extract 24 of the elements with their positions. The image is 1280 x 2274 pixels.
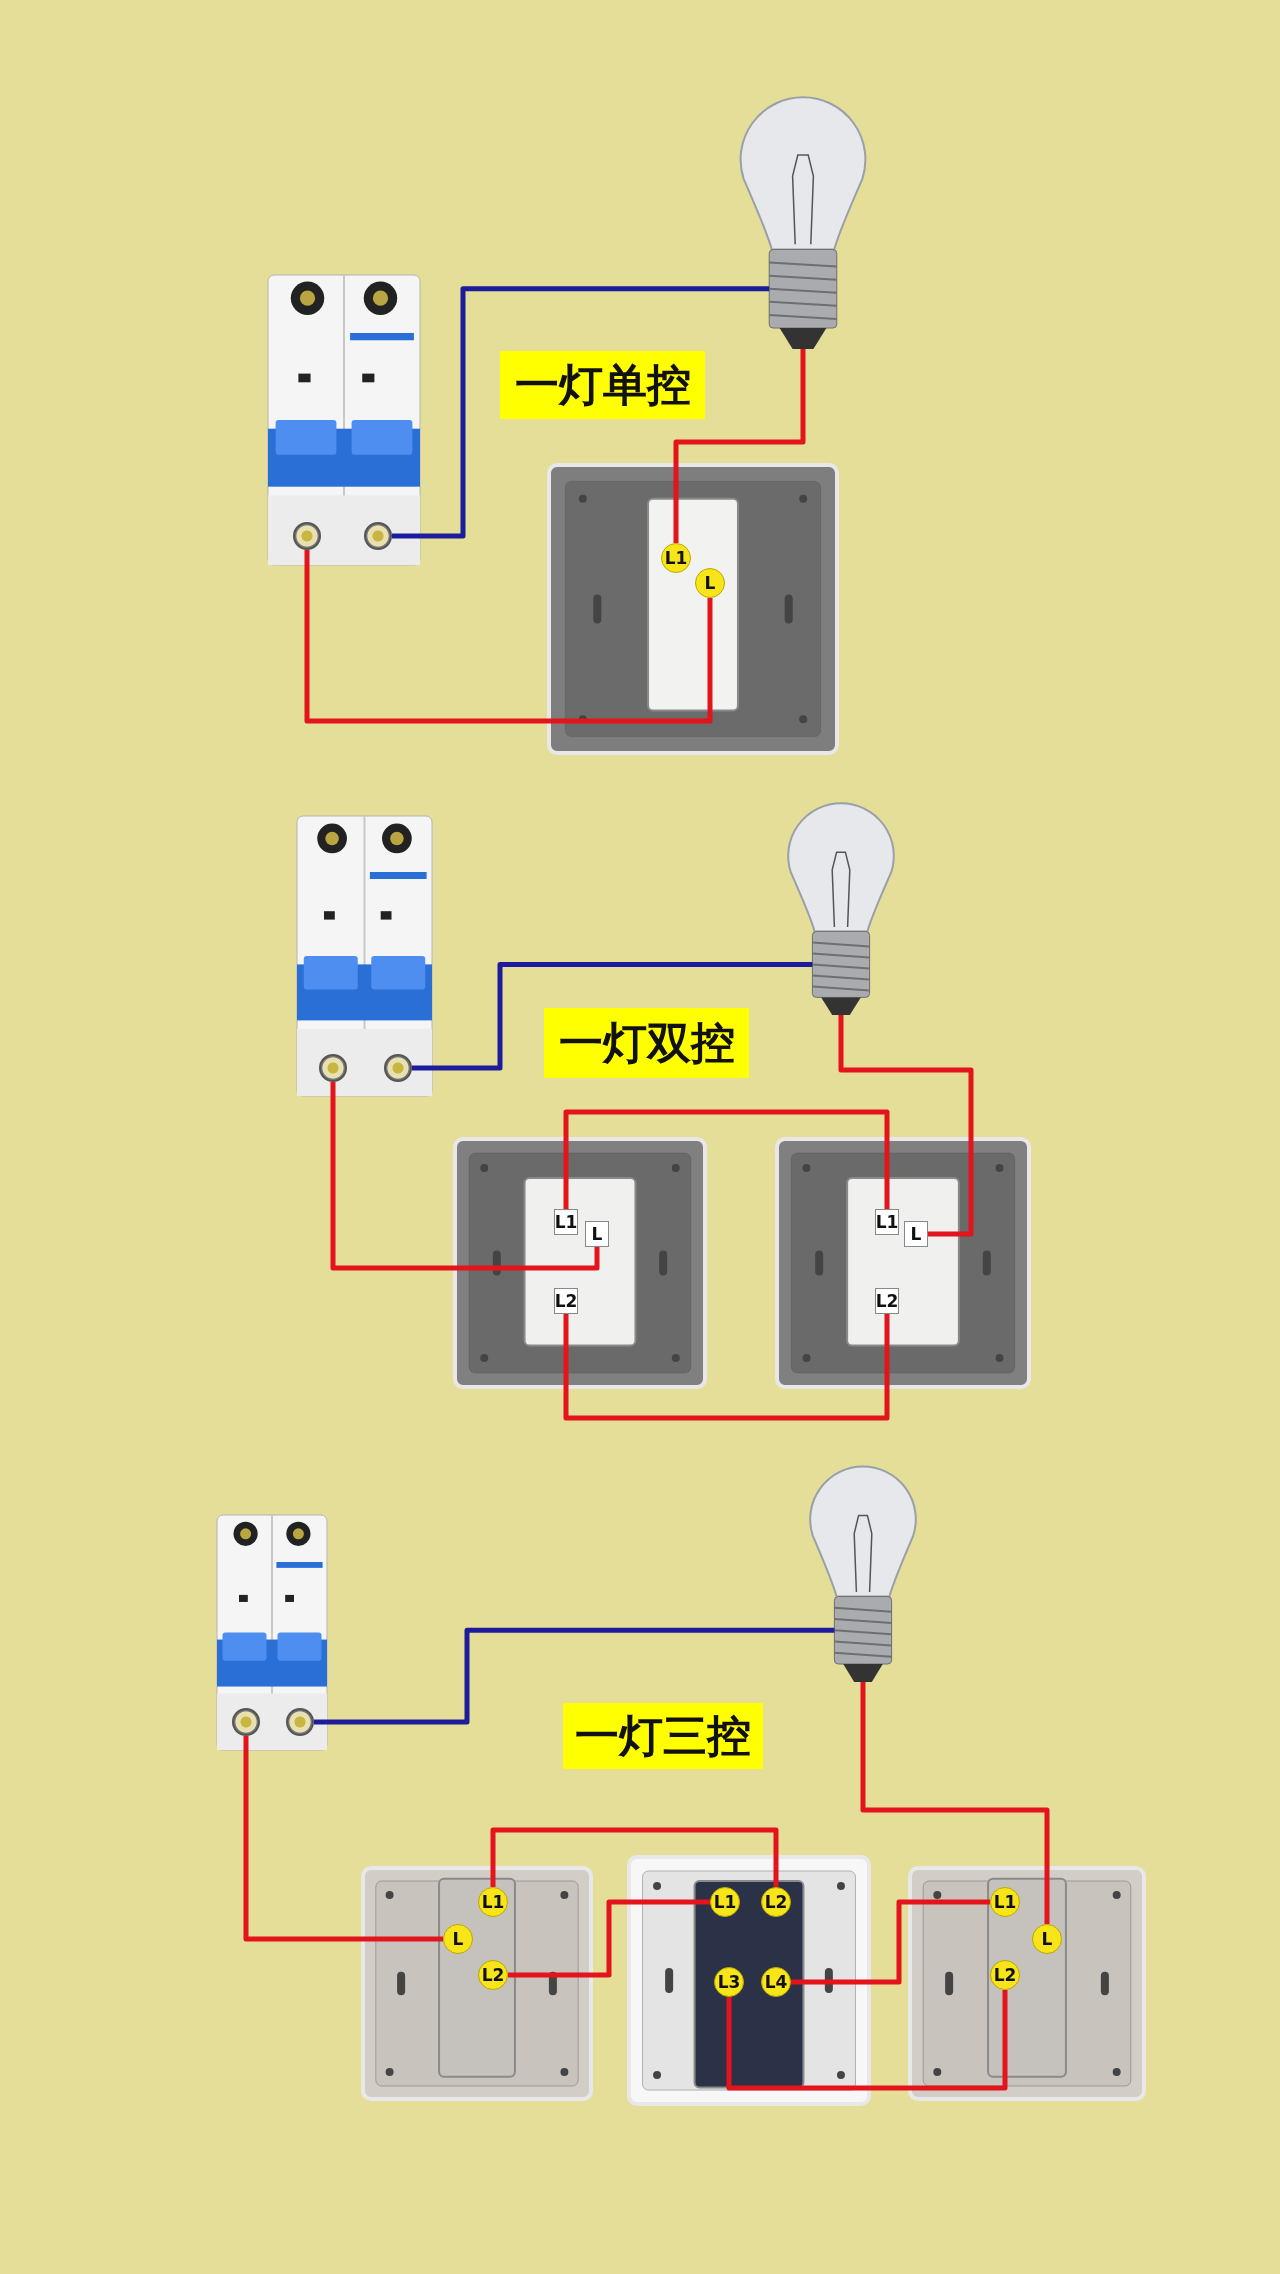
terminal-label: L2 xyxy=(554,1288,578,1314)
wire xyxy=(243,1736,443,1942)
wire xyxy=(860,1682,1050,1924)
wire xyxy=(392,286,770,539)
wire xyxy=(726,1990,1008,2091)
wire xyxy=(791,1899,990,1985)
wire xyxy=(412,961,813,1071)
terminal-label: L1 xyxy=(554,1209,578,1235)
terminal-label: L xyxy=(585,1221,609,1247)
wire xyxy=(304,550,713,724)
wire xyxy=(563,1109,890,1210)
wire xyxy=(490,1827,779,1887)
wire xyxy=(838,1015,974,1237)
wire xyxy=(330,1082,600,1271)
section-title: 一灯单控 xyxy=(500,351,705,419)
terminal-label: L2 xyxy=(875,1288,899,1314)
section-title: 一灯三控 xyxy=(563,1703,763,1769)
section-title: 一灯双控 xyxy=(544,1008,749,1078)
wire xyxy=(508,1899,710,1978)
wire xyxy=(563,1313,890,1421)
wire xyxy=(673,349,806,543)
terminal-label: L1 xyxy=(875,1209,899,1235)
terminal-label: L xyxy=(904,1221,928,1247)
wire xyxy=(314,1627,835,1725)
